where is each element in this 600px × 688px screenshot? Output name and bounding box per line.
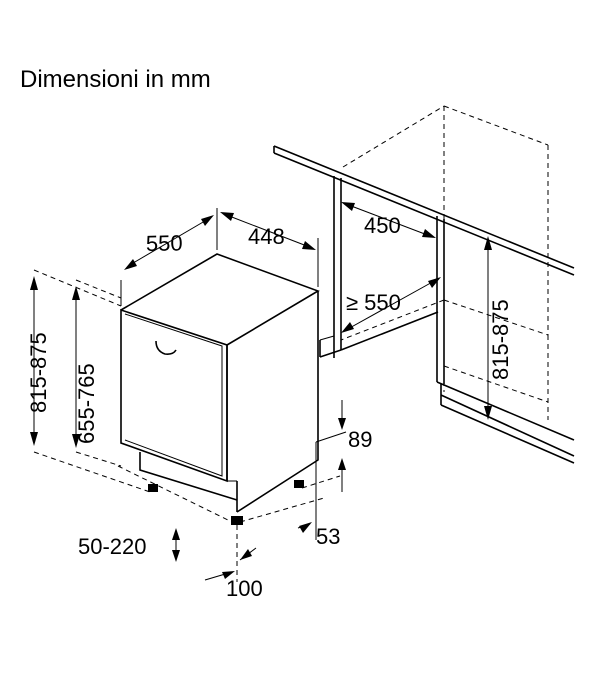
dimension-arrows	[30, 202, 492, 581]
dishwasher-body	[120, 253, 320, 513]
installation-niche	[273, 105, 575, 464]
plinth-depth-label: 53	[316, 524, 340, 549]
foot-adjust-label: 50-220	[78, 534, 147, 559]
appliance-width-label: 448	[248, 224, 285, 249]
appliance-height-label: 815-875	[26, 332, 51, 413]
niche-height-label: 815-875	[488, 299, 513, 380]
extension-lines	[33, 208, 341, 582]
appliance-depth-label: 550	[146, 230, 183, 256]
plinth-height-label: 89	[348, 427, 372, 452]
niche-width-label: 450	[364, 213, 401, 238]
adjustable-feet	[148, 480, 304, 525]
niche-depth-label: ≥ 550	[346, 290, 401, 315]
door-height-label: 655-765	[74, 363, 99, 444]
foot-offset-label: 100	[226, 576, 263, 601]
diagram-title: Dimensioni in mm	[20, 66, 211, 93]
